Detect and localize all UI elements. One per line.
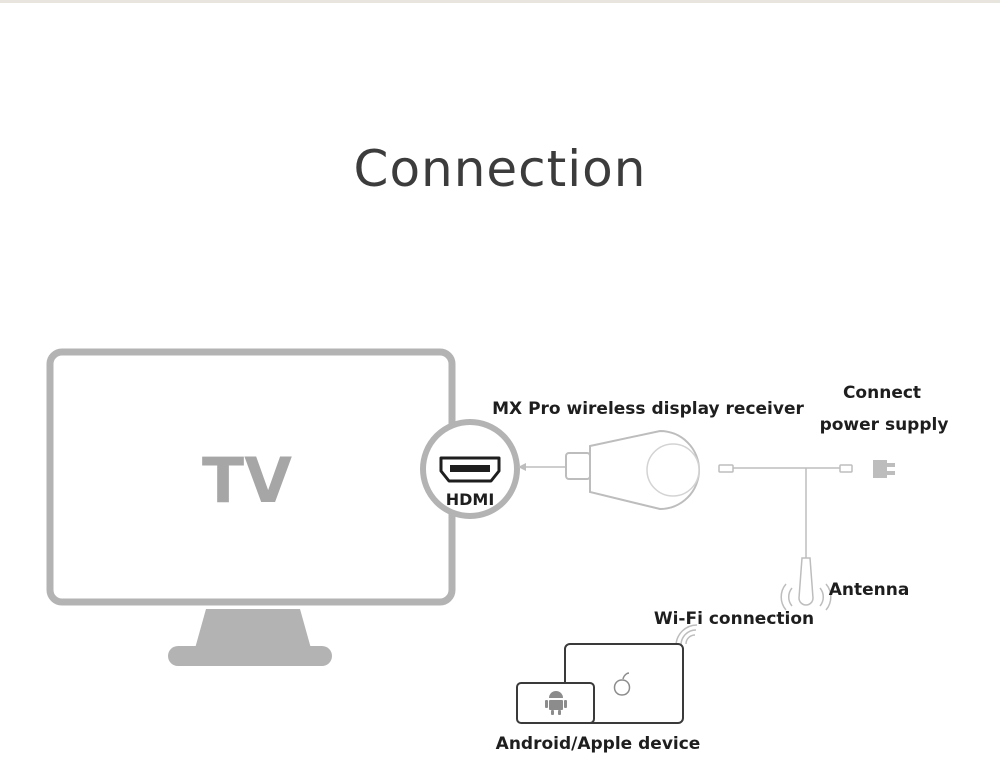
usb-cable [718,464,853,473]
top-divider [0,0,1000,3]
android-logo-icon [545,691,567,715]
apple-logo-icon [613,672,631,696]
receiver-dongle-icon [565,429,700,511]
devices-label: Android/Apple device [496,734,701,754]
power-plug-icon [873,460,895,478]
wifi-label: Wi-Fi connection [654,609,814,629]
power-label-line1: Connect [843,383,921,403]
power-label-line2: power supply [820,415,949,435]
hdmi-label: HDMI [446,490,495,509]
receiver-label: MX Pro wireless display receiver [492,399,804,419]
antenna-label: Antenna [829,580,910,600]
page-title: Connection [353,140,647,198]
connection-arrow [518,463,566,471]
tv-label: TV [202,444,292,517]
wifi-icon [675,624,698,647]
antenna-icon [780,468,832,611]
hdmi-port-icon [420,419,520,519]
